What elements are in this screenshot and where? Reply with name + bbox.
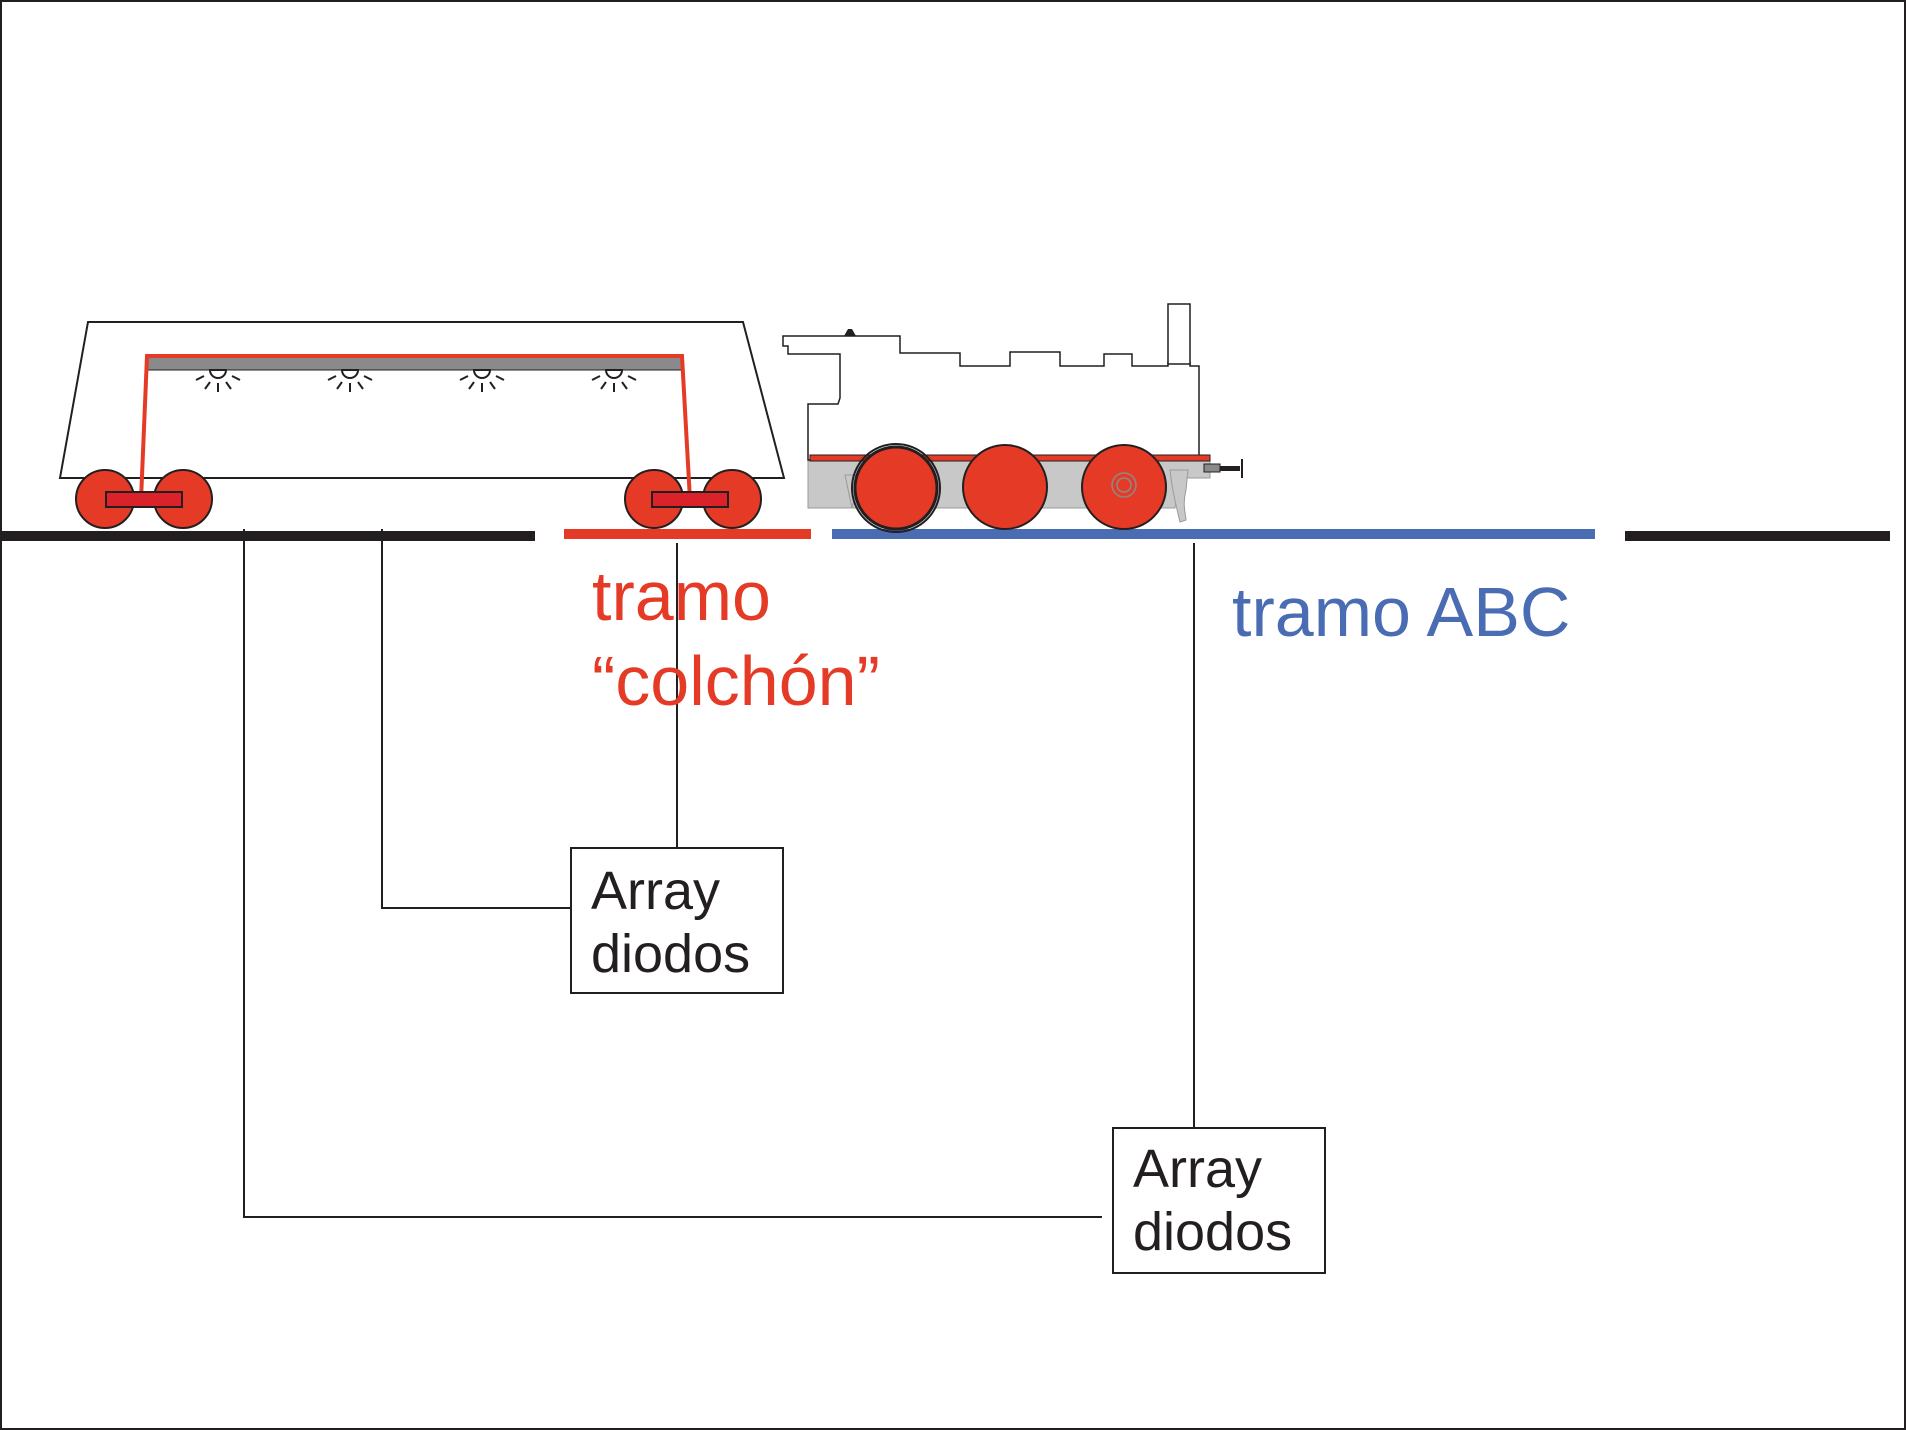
cushion-section-label-line1: tramo (592, 557, 771, 635)
lamp-icon (195, 369, 241, 392)
current-pickup (105, 491, 183, 508)
diode-array-box-2: Array diodos (1112, 1127, 1326, 1274)
car-body (58, 321, 786, 479)
loco-wheel (962, 444, 1048, 530)
loco-body (782, 335, 1200, 461)
wiring (243, 529, 1195, 1218)
current-pickup (651, 491, 729, 508)
diode-box-2-line2: diodos (1133, 1202, 1292, 1262)
loco-whistle (844, 329, 856, 336)
car-bogie-right (624, 469, 762, 529)
steam-locomotive (782, 303, 1243, 533)
loco-buffer (1203, 463, 1221, 473)
loco-pilot (1169, 469, 1189, 523)
lighting-wire (139, 354, 692, 501)
wire-normal-to-box2 (243, 529, 1102, 1218)
diode-box-1-line1: Array (591, 861, 720, 921)
lighting-bar (145, 356, 684, 371)
loco-wheel (853, 445, 939, 531)
wire-normal-to-box1 (381, 529, 571, 909)
car-bogie-left (75, 469, 213, 529)
lamp-icon (327, 369, 373, 392)
passenger-car (58, 321, 786, 529)
diode-box-2-line1: Array (1133, 1139, 1262, 1199)
loco-chimney (1167, 303, 1191, 365)
lamp-icon (591, 369, 637, 392)
diode-box-1-line2: diodos (591, 924, 750, 984)
diode-array-box-1: Array diodos (570, 847, 784, 994)
cushion-section-label-line2: “colchón” (592, 642, 880, 720)
loco-wheel (1081, 444, 1167, 530)
lamp-icon (459, 369, 505, 392)
abc-section-label: tramo ABC (1232, 573, 1570, 651)
